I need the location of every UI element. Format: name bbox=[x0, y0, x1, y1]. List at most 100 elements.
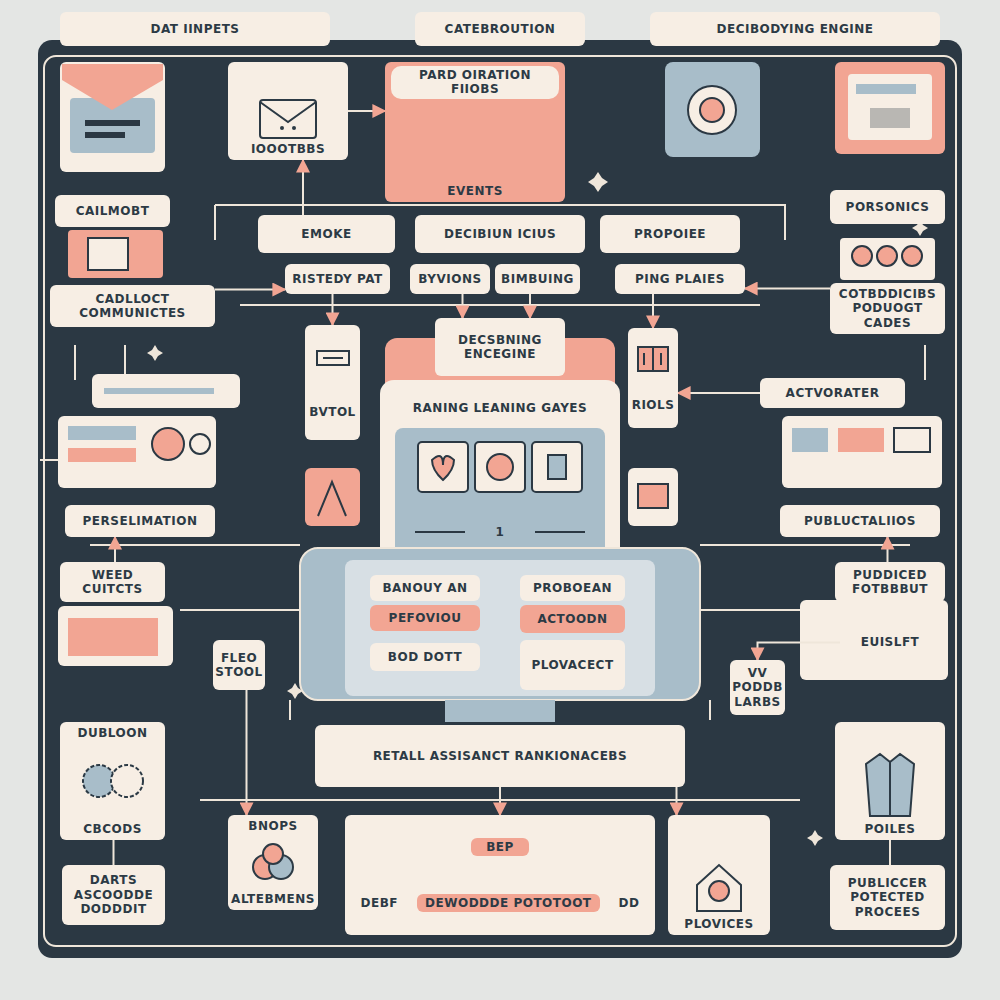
decor-shape bbox=[418, 442, 468, 492]
decor-shape bbox=[243, 841, 303, 885]
node-label: PERSELIMATION bbox=[83, 514, 198, 528]
node-label: POILES bbox=[865, 822, 916, 836]
decor-shape bbox=[289, 700, 291, 720]
node-label: PORSONICS bbox=[846, 200, 930, 214]
decor-shape bbox=[292, 126, 296, 130]
node-label: RIOLS bbox=[632, 398, 675, 412]
decor-shape bbox=[840, 238, 935, 280]
process-box: PUBLUCTALIIOS bbox=[780, 505, 940, 537]
decor-shape bbox=[60, 62, 165, 172]
decor-shape bbox=[475, 442, 525, 492]
node-label: CAILMOBT bbox=[76, 204, 150, 218]
flow-arrow bbox=[529, 294, 531, 318]
decor-shape bbox=[260, 102, 316, 122]
decor-shape bbox=[90, 544, 300, 546]
decor-shape bbox=[258, 98, 318, 140]
process-box: EMOKE bbox=[258, 215, 395, 253]
node-label: EUISLFT bbox=[861, 635, 920, 649]
decor-shape bbox=[709, 881, 729, 901]
node-label: 1 bbox=[496, 525, 505, 539]
node-icon bbox=[243, 839, 303, 887]
decor-shape bbox=[877, 246, 897, 266]
node-icon bbox=[862, 748, 918, 822]
process-box: PORSONICS bbox=[830, 190, 945, 224]
flow-arrow bbox=[758, 643, 841, 661]
process-box: PLOVICES bbox=[668, 815, 770, 935]
decor-shape bbox=[74, 345, 76, 380]
decor-shape bbox=[73, 759, 153, 803]
node-label: CBCODS bbox=[83, 822, 142, 836]
process-box: BOD DOTT bbox=[370, 643, 480, 671]
process-box: DECSBNING ENCEGINE bbox=[435, 318, 565, 376]
node-label: VV PODDB LARBS bbox=[732, 666, 783, 709]
decor-shape bbox=[40, 459, 60, 461]
node-label: BYVIONS bbox=[418, 272, 481, 286]
node-label: CATEBROUTION bbox=[445, 22, 556, 36]
decor-shape bbox=[697, 865, 741, 911]
flow-arrow bbox=[215, 289, 285, 291]
node-label: DAT IINPETS bbox=[151, 22, 240, 36]
decor-shape bbox=[44, 56, 956, 946]
decor-shape bbox=[792, 428, 828, 452]
process-box: PARD OIRATION FIIOBSEVENTS bbox=[385, 62, 565, 202]
process-box: 1 bbox=[470, 518, 530, 546]
process-box: VV PODDB LARBS bbox=[730, 660, 785, 715]
node-label: EMOKE bbox=[301, 227, 351, 241]
decor-shape bbox=[38, 40, 962, 958]
node-label: RISTEDY PAT bbox=[292, 272, 382, 286]
process-box: ACTVORATER bbox=[760, 378, 905, 408]
decor-shape bbox=[315, 347, 351, 371]
process-box: CATEBROUTION bbox=[415, 12, 585, 46]
decor-shape bbox=[924, 345, 926, 380]
process-box: EUISLFT bbox=[840, 620, 940, 665]
node-label: PUBLUCTALIIOS bbox=[804, 514, 916, 528]
decor-shape bbox=[318, 482, 346, 516]
decor-shape bbox=[782, 416, 942, 488]
node-icon bbox=[315, 345, 351, 373]
decor-shape bbox=[807, 830, 823, 846]
node-label: DEBF bbox=[361, 896, 399, 910]
decor-shape bbox=[214, 205, 216, 240]
process-box: COTBDDICIBS PODUOGT CADES bbox=[830, 283, 945, 334]
decor-shape bbox=[317, 351, 349, 365]
flow-arrow bbox=[348, 110, 385, 112]
process-box: RETALL ASSISANCT RANKIONACEBS bbox=[315, 725, 685, 787]
decor-shape bbox=[190, 434, 210, 454]
decor-shape bbox=[345, 560, 655, 696]
node-label: DECIBIUN ICIUS bbox=[444, 227, 556, 241]
flow-arrow bbox=[678, 392, 760, 394]
flow-arrow bbox=[652, 294, 654, 328]
flow-arrow bbox=[676, 787, 678, 815]
decor-shape bbox=[263, 844, 283, 864]
flow-arrow bbox=[113, 840, 115, 865]
flow-arrow bbox=[499, 787, 501, 815]
decor-shape bbox=[487, 454, 513, 480]
decor-shape bbox=[636, 345, 670, 373]
decor-shape bbox=[88, 238, 128, 270]
process-box: DUBLOONCBCODS bbox=[60, 722, 165, 840]
node-label: FLEO STOOL bbox=[215, 651, 262, 680]
decor-shape bbox=[588, 172, 608, 192]
decor-shape bbox=[638, 347, 668, 371]
decor-shape bbox=[380, 380, 620, 562]
decor-shape bbox=[894, 428, 930, 452]
node-icon bbox=[73, 757, 153, 805]
node-icon bbox=[691, 857, 747, 917]
node-label: CADLLOCT COMMUNICTES bbox=[56, 292, 209, 321]
decor-shape bbox=[709, 700, 711, 720]
node-label: BEP bbox=[471, 838, 529, 856]
process-box: CADLLOCT COMMUNICTES bbox=[50, 285, 215, 327]
process-box: PROPOIEE bbox=[600, 215, 740, 253]
decor-shape bbox=[111, 765, 143, 797]
node-label: COTBDDICIBS PODUOGT CADES bbox=[836, 287, 939, 330]
node-label: PLOVACECT bbox=[531, 658, 613, 672]
process-box: BANOUY AN bbox=[370, 575, 480, 601]
decor-shape bbox=[870, 108, 910, 128]
node-icon bbox=[258, 96, 318, 142]
node-label: DEWODDDE POTOTOOT bbox=[417, 894, 600, 912]
flow-arrow bbox=[246, 690, 248, 815]
process-box: WEED CUITCTS bbox=[60, 562, 165, 602]
process-box: PUBLICCER POTECTED PROCEES bbox=[830, 865, 945, 930]
decor-shape bbox=[866, 754, 914, 816]
